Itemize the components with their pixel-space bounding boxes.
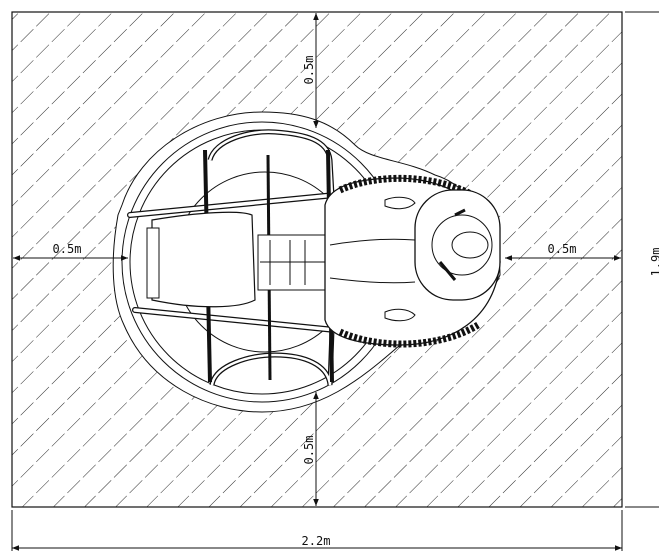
headlight-top <box>384 196 416 210</box>
seat-block <box>151 211 256 308</box>
headlight-bottom <box>384 308 416 322</box>
cage-rail-top-inner <box>128 193 337 217</box>
bottom-clearance-label: 0.5m <box>302 436 316 465</box>
total-height-label: 1.9m <box>649 248 659 277</box>
safety-zone-hatch <box>12 12 622 507</box>
dimension-top: 0.5m <box>302 13 319 128</box>
total-width-label: 2.2m <box>302 534 331 548</box>
cage-rail-bottom-inner <box>133 308 337 332</box>
body-dark-trim-bottom <box>338 321 480 348</box>
dimension-right: 0.5m <box>505 242 621 261</box>
machine-outer-outline <box>112 111 501 413</box>
machine-top-view <box>112 111 501 413</box>
dimension-left: 0.5m <box>13 242 128 261</box>
cage-arc-bottom-inner <box>210 329 334 386</box>
dimension-bottom: 0.5m <box>302 392 319 506</box>
steering-hub <box>451 231 489 259</box>
left-clearance-label: 0.5m <box>53 242 82 256</box>
top-clearance-label: 0.5m <box>302 56 316 85</box>
cage-arc-top-inner <box>208 130 334 196</box>
dimension-total-width <box>11 510 623 551</box>
cage-arc-bottom <box>209 329 335 386</box>
dimension-total-height <box>625 11 659 508</box>
right-clearance-label: 0.5m <box>548 242 577 256</box>
zone-boundary <box>11 11 623 508</box>
body-crease <box>329 238 416 246</box>
seat-back <box>146 227 160 299</box>
